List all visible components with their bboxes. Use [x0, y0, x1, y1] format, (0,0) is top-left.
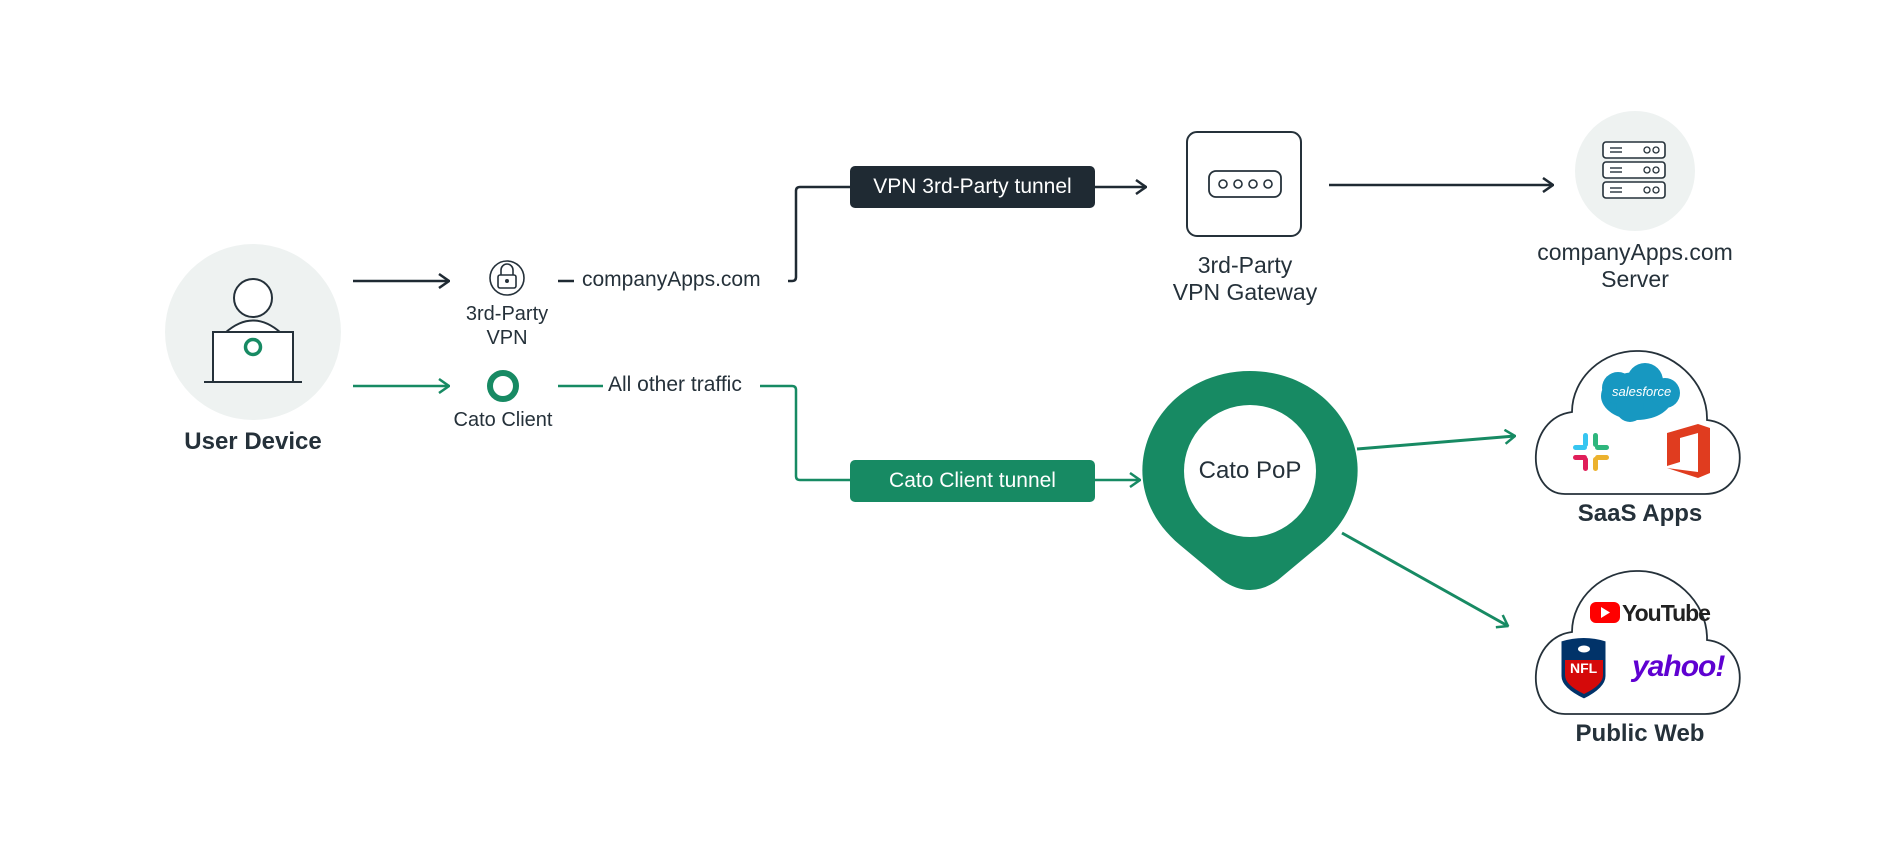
cato-client-ring-icon: [487, 370, 519, 402]
youtube-icon: [1590, 602, 1620, 623]
server-rack-icon: [1575, 111, 1695, 231]
vpn-label: 3rd-Party VPN: [447, 302, 567, 350]
yahoo-wordmark: yahoo!: [1632, 650, 1725, 683]
gateway-label: 3rd-Party VPN Gateway: [1145, 252, 1345, 306]
user-device-icon: [165, 244, 341, 420]
server-label-line1: companyApps.com: [1537, 239, 1733, 265]
vpn-label-line1: 3rd-Party: [465, 303, 549, 325]
company-traffic-label: companyApps.com: [578, 267, 765, 293]
lock-icon: [489, 260, 525, 296]
other-route-line: [760, 384, 850, 482]
vpn-route-line: [788, 185, 850, 283]
slack-icon: [1573, 433, 1609, 471]
user-device-label: User Device: [184, 428, 322, 455]
vpn-tunnel-box: VPN 3rd-Party tunnel: [850, 166, 1095, 208]
other-traffic-label: All other traffic: [604, 372, 746, 398]
nfl-wordmark: NFL: [1570, 660, 1598, 676]
server-label-line2: Server: [1601, 266, 1669, 292]
cato-pop-label: Cato PoP: [1198, 457, 1302, 484]
salesforce-wordmark: salesforce: [1612, 384, 1672, 399]
server-label: companyApps.com Server: [1515, 239, 1755, 293]
vpn-gateway-icon: [1186, 131, 1302, 237]
gateway-label-line1: 3rd-Party: [1197, 252, 1293, 278]
map-pin-icon: [1142, 371, 1358, 590]
public-web-label: Public Web: [1575, 720, 1705, 747]
vpn-label-line2: VPN: [486, 327, 528, 349]
arrow-pop-to-saas: [1356, 436, 1515, 451]
salesforce-logo-icon: [1601, 363, 1680, 422]
cato-client-label: Cato Client: [453, 409, 553, 431]
arrow-pop-to-web: [1341, 531, 1508, 626]
gateway-label-line2: VPN Gateway: [1172, 279, 1318, 305]
office-icon: [1667, 424, 1710, 478]
saas-apps-label: SaaS Apps: [1577, 500, 1703, 527]
youtube-wordmark: YouTube: [1622, 600, 1711, 626]
cato-tunnel-box: Cato Client tunnel: [850, 460, 1095, 502]
nfl-logo-icon: [1560, 637, 1607, 700]
